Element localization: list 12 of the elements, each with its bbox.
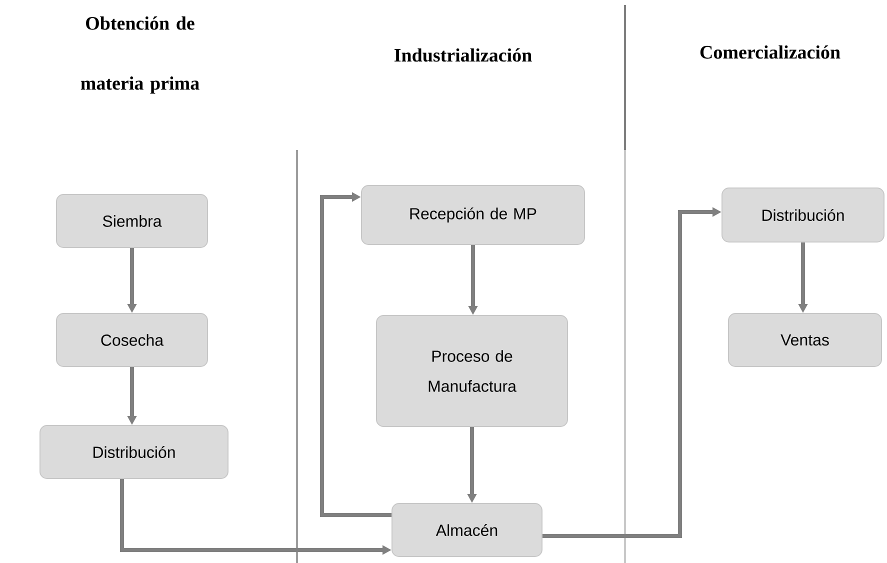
process-box: Proceso de Manufactura [376,315,568,427]
process-box: Siembra [56,194,208,248]
arrow [320,192,392,517]
heading: Comercialización [700,45,840,59]
process-box: Ventas [728,313,882,367]
heading: Obtención de materia prima [80,16,200,94]
process-box: Almacén [392,503,542,557]
process-box: Cosecha [56,313,208,367]
process-box: Distribución [722,188,884,242]
process-box: Recepción de MP [361,185,585,245]
heading: Industrialización [394,48,532,62]
process-box: Distribución [40,425,228,479]
